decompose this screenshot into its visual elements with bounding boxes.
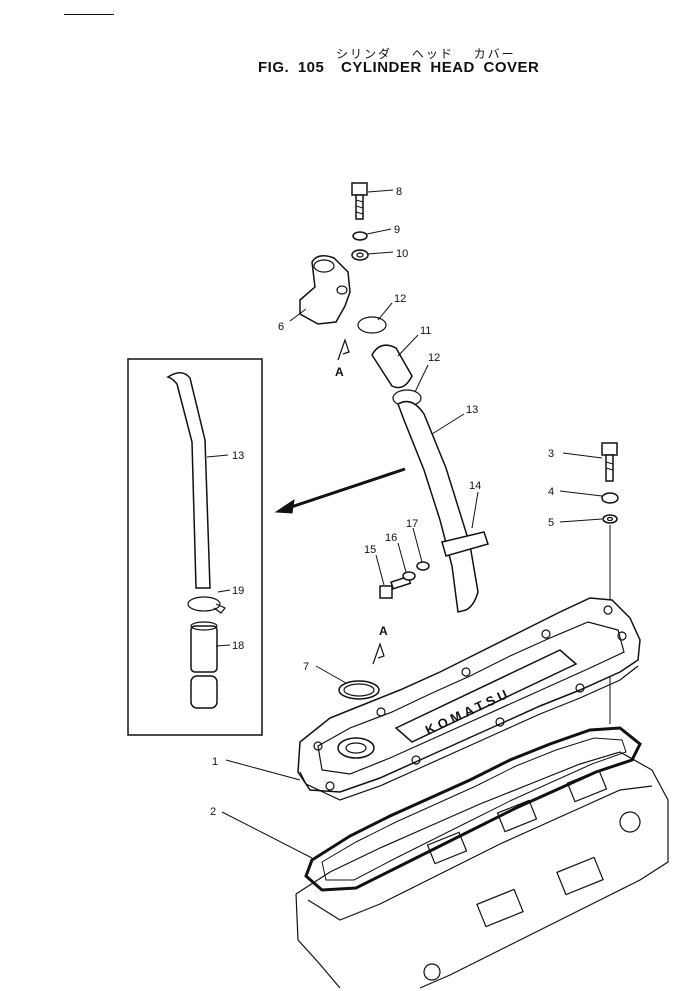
nut-10 [351, 249, 369, 261]
label-9: 9 [394, 224, 400, 236]
inset-clamp [187, 596, 221, 612]
section-marker-upper [337, 338, 350, 361]
breather-pipe-13 [397, 400, 479, 613]
bolt-15-head [379, 585, 393, 599]
bolt-head-8 [351, 182, 368, 196]
figure-title-text: CYLINDER HEAD COVER [341, 59, 540, 76]
label-18: 18 [232, 640, 244, 652]
figure-title: FIG. 105 CYLINDER HEAD COVER [258, 59, 539, 76]
label-13-inset: 13 [232, 450, 244, 462]
breather-elbow-6 [299, 255, 351, 325]
figure-number: FIG. 105 [258, 59, 325, 76]
head-ports [423, 769, 641, 981]
section-marker-lower [372, 642, 385, 665]
inset-element-upper [190, 625, 218, 673]
inset-element-lower [190, 675, 218, 709]
label-1: 1 [212, 756, 218, 768]
label-15: 15 [364, 544, 376, 556]
label-10: 10 [396, 248, 408, 260]
clamp-12-upper [357, 316, 387, 334]
washer-4 [601, 492, 619, 504]
label-19: 19 [232, 585, 244, 597]
label-12-lower: 12 [428, 352, 440, 364]
inset-element-upper-top [190, 621, 218, 631]
label-13-main: 13 [466, 404, 478, 416]
label-16: 16 [385, 532, 397, 544]
cover-bolt-bosses [313, 605, 627, 791]
label-12-upper: 12 [394, 293, 406, 305]
detail-inset-box [127, 358, 263, 736]
cylinder-head-body [295, 751, 669, 989]
cover-nameplate [394, 649, 578, 743]
label-2: 2 [210, 806, 216, 818]
label-8: 8 [396, 186, 402, 198]
title-japanese: シリンダ ヘッド カバー [336, 47, 516, 61]
label-17: 17 [406, 518, 418, 530]
section-label-a-lower: A [379, 624, 388, 638]
pointer-arrow [287, 467, 406, 510]
section-label-a-upper: A [335, 365, 344, 379]
cover-gasket-2 [304, 726, 642, 892]
label-14: 14 [469, 480, 481, 492]
label-11: 11 [420, 325, 431, 337]
label-5: 5 [548, 517, 554, 529]
hose-element-11 [371, 344, 413, 389]
label-4: 4 [548, 486, 554, 498]
label-3: 3 [548, 448, 554, 460]
pointer-arrow-head [274, 498, 295, 514]
inset-hose [166, 372, 211, 589]
label-6: 6 [278, 321, 284, 333]
label-7: 7 [303, 661, 309, 673]
cover-filler-port [337, 737, 375, 759]
bolt-head-3 [601, 442, 618, 456]
inset-clamp-tab [213, 603, 226, 614]
washer-5 [602, 514, 618, 524]
pipe-bracket-14 [441, 531, 489, 557]
washer-16 [402, 571, 416, 581]
top-rule [64, 14, 114, 15]
washer-17 [416, 561, 430, 571]
washer-9 [352, 231, 368, 241]
